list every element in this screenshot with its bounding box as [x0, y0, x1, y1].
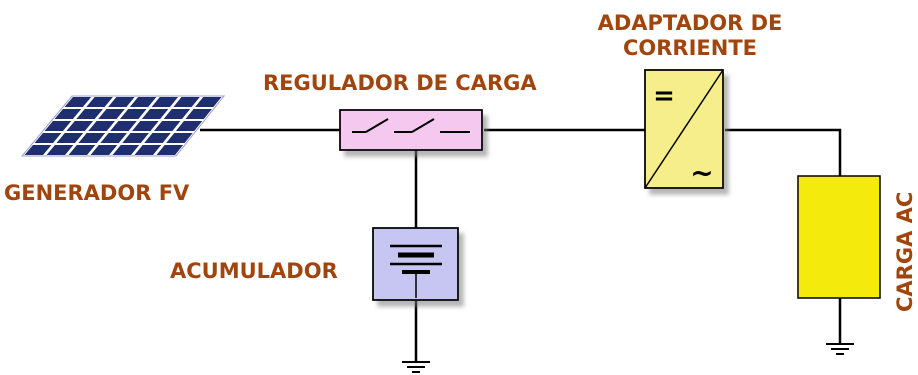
solar-cell [78, 132, 106, 144]
ground-icon [402, 361, 430, 373]
solar-cell [88, 120, 115, 132]
adapter-label-line1: ADAPTADOR DE [598, 11, 783, 35]
ground-icon [826, 343, 854, 355]
regulator-label: REGULADOR DE CARGA [263, 71, 537, 95]
solar-cell [24, 144, 52, 156]
dc-symbol: = [653, 81, 675, 111]
solar-cell [129, 96, 157, 108]
solar-cell [173, 96, 200, 108]
solar-cell [68, 144, 96, 156]
solar-cell [108, 96, 135, 108]
solar-cell [98, 108, 125, 120]
solar-cell [66, 120, 94, 132]
wires [200, 128, 842, 362]
solar-cell [34, 132, 62, 144]
solar-cell [134, 144, 162, 156]
dc-ac-converter-icon: = ~ [644, 69, 724, 189]
battery-box [372, 227, 459, 301]
solar-cell [153, 120, 181, 132]
solar-cell [86, 96, 113, 108]
solar-cell [122, 132, 149, 144]
solar-cell [166, 132, 193, 144]
solar-cell [100, 132, 128, 144]
solar-cell [76, 108, 104, 120]
solar-cell [175, 120, 203, 132]
solar-cell [156, 144, 184, 156]
solar-cell [185, 108, 212, 120]
solar-cell [144, 132, 171, 144]
solar-cell [141, 108, 169, 120]
generator-label: GENERADOR FV [4, 181, 190, 205]
switch-icon [352, 118, 470, 133]
solar-cell [56, 132, 84, 144]
solar-cell [64, 96, 92, 108]
regulator-box [339, 109, 483, 151]
solar-panel-icon [20, 95, 226, 157]
load-label: CARGA AC [893, 192, 917, 312]
solar-cell [46, 144, 74, 156]
adapter-label-line2: CORRIENTE [623, 36, 757, 60]
solar-cell [132, 120, 159, 132]
solar-cell [151, 96, 179, 108]
solar-cell [90, 144, 118, 156]
solar-cell [163, 108, 191, 120]
solar-cell [44, 120, 72, 132]
wire-adapter-load [725, 128, 842, 176]
battery-symbol-icon [390, 244, 442, 298]
solar-cell [112, 144, 140, 156]
load-box [797, 175, 881, 299]
solar-cell [54, 108, 82, 120]
adapter-box: = ~ [644, 69, 724, 189]
solar-cell [195, 96, 222, 108]
accumulator-label: ACUMULADOR [170, 259, 338, 283]
solar-cell [110, 120, 137, 132]
solar-cell [120, 108, 147, 120]
ac-symbol: ~ [690, 156, 713, 189]
